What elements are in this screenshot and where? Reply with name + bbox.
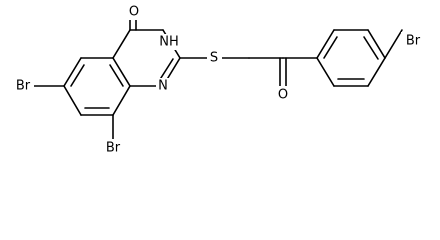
- atom-label-oxygen-ketone: O: [278, 88, 288, 103]
- bond-c6-c7: [63, 85, 82, 116]
- structure-svg: O NH N S O Br Br Br: [15, 4, 421, 156]
- bond-ph1-ph2-inner: [323, 36, 338, 59]
- bond-ph6-ph1: [316, 57, 335, 87]
- bond-c2-n1-inner: [158, 58, 174, 82]
- bond-c4a-c4: [112, 29, 131, 59]
- atom-label-bromine-8: Br: [106, 141, 121, 156]
- bond-ph4-ph5: [367, 57, 386, 87]
- molecule-diagram: O NH N S O Br Br Br: [15, 4, 421, 156]
- atom-label-nitrogen: N: [158, 79, 168, 94]
- atom-label-bromine-para: Br: [406, 34, 421, 49]
- atom-label-bromine-6: Br: [16, 79, 31, 94]
- atom-label-oxygen-carbonyl: O: [129, 5, 139, 20]
- bond-c8a-c4a-inner: [109, 64, 124, 87]
- bond-ph4-br: [384, 29, 403, 59]
- bond-c8-c8a: [112, 85, 131, 116]
- bond-ph3-ph4-inner: [363, 36, 379, 60]
- bond-c5-c6-inner: [70, 64, 85, 87]
- bond-c5-c6: [63, 57, 82, 87]
- bond-ph1-ph2: [316, 29, 335, 59]
- bond-c8a-c4a: [112, 57, 131, 87]
- bond-ph3-ph4: [367, 29, 386, 59]
- atom-label-sulfur: S: [210, 51, 218, 66]
- atom-label-nh: NH: [159, 35, 179, 50]
